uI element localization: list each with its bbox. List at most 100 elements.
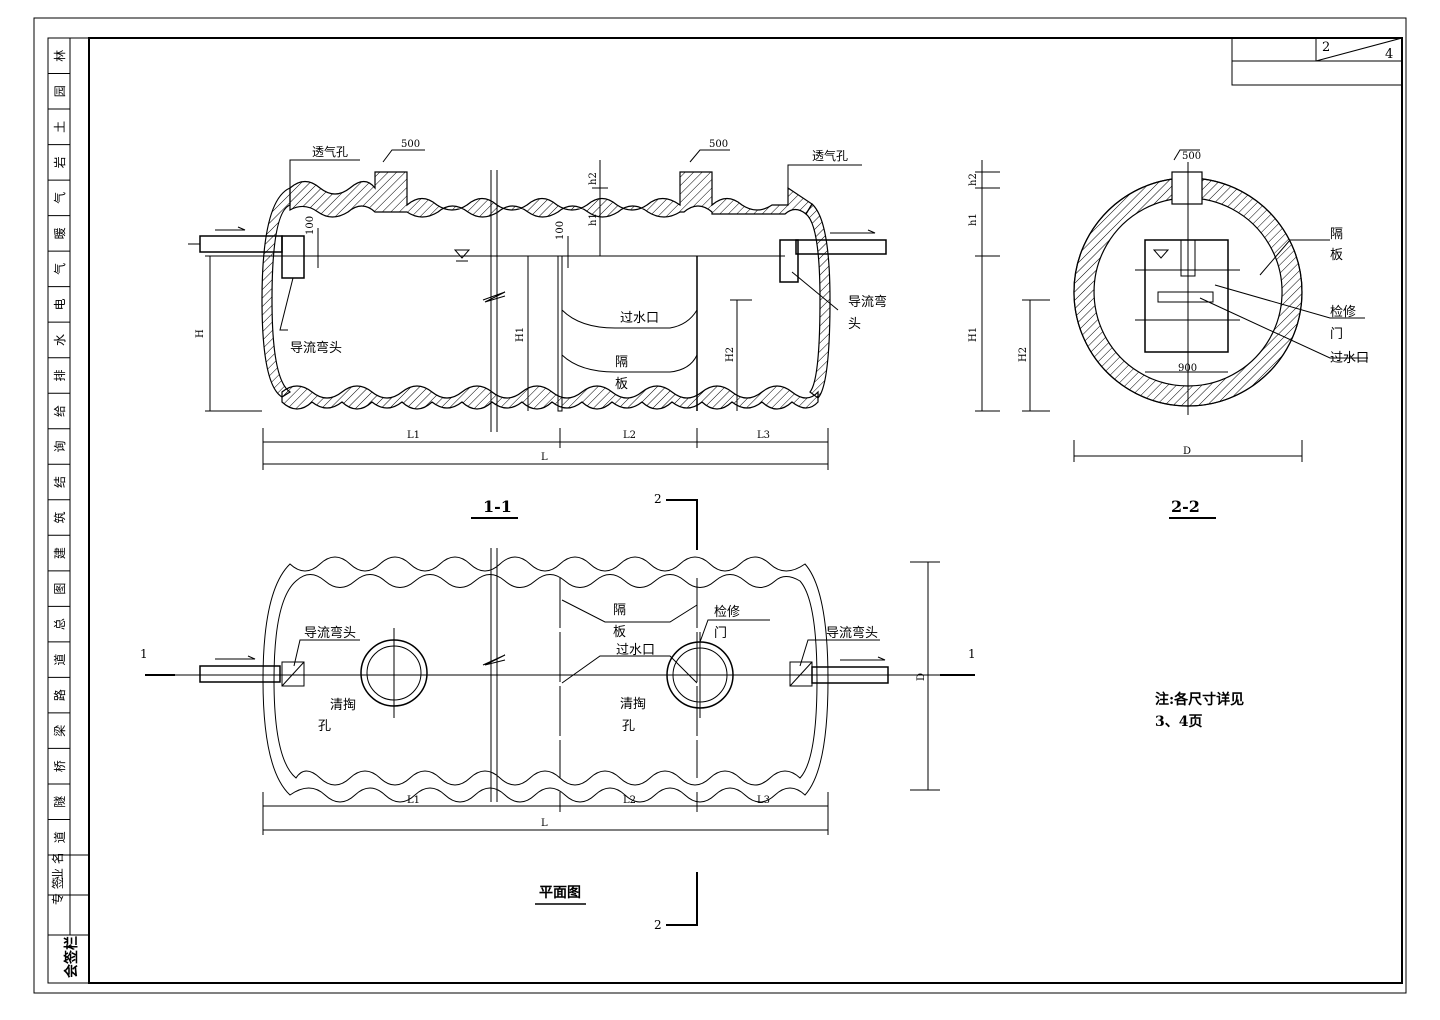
partition-label: 隔 bbox=[615, 355, 628, 370]
note-block: 注:各尺寸详见 3、4页 bbox=[1155, 691, 1244, 730]
specialty-label-top: 业 名 bbox=[50, 852, 65, 880]
stamp-char: 筑 bbox=[52, 512, 67, 524]
plan-inlet-elbow bbox=[281, 661, 305, 687]
overflow-port-label: 过水口 bbox=[620, 311, 659, 326]
cut-mark-1-right: 1 bbox=[968, 647, 976, 661]
stamp-char: 林 bbox=[53, 50, 67, 62]
countersign-label: 会签栏 bbox=[63, 936, 80, 978]
outlet-pipe bbox=[795, 239, 887, 255]
dim-H2: H2 bbox=[725, 347, 736, 362]
dim-H1-2: H1 bbox=[968, 327, 979, 342]
stamp-char: 岩 bbox=[52, 156, 67, 168]
dim-H1: H1 bbox=[515, 327, 526, 342]
inlet-elbow bbox=[281, 235, 305, 279]
stamp-char: 路 bbox=[52, 689, 67, 701]
page-total: 4 bbox=[1385, 47, 1393, 62]
vent-dim-2: 500 bbox=[1182, 151, 1201, 162]
partition-label-2: 板 bbox=[615, 377, 628, 392]
plan-outline bbox=[262, 556, 829, 803]
plan-dim-D: D bbox=[916, 673, 927, 681]
plan-view: 导流弯头 导流弯头 隔 板 过水口 检修 门 清掏 孔 清掏 孔 1 1 2 2… bbox=[140, 492, 976, 932]
vent-hole-right-label: 透气孔 bbox=[812, 148, 848, 163]
elbow-right-label: 导流弯 bbox=[848, 294, 887, 310]
partition-label-2-2: 隔 bbox=[1330, 227, 1343, 242]
cut-mark-2-top: 2 bbox=[654, 492, 662, 506]
stamp-char: 梁 bbox=[52, 725, 67, 737]
dim-h2: h2 bbox=[588, 172, 599, 185]
stamp-char: 给 bbox=[53, 405, 67, 417]
cleanout-left-label-2: 孔 bbox=[318, 719, 331, 734]
stamp-char: 总 bbox=[53, 618, 67, 630]
plan-elbow-left-label: 导流弯头 bbox=[304, 625, 356, 641]
water-level-symbol-2 bbox=[1152, 249, 1170, 259]
stamp-char: 道 bbox=[53, 831, 67, 843]
access-door-label: 检修 bbox=[1330, 305, 1356, 320]
cut-mark-2-bottom: 2 bbox=[654, 918, 662, 932]
cleanout-right-label: 清掏 bbox=[620, 696, 646, 712]
tank-left-end bbox=[261, 187, 292, 398]
stamp-char: 询 bbox=[53, 440, 67, 452]
plan-elbow-right-label: 导流弯头 bbox=[826, 625, 878, 641]
dim-h1: h1 bbox=[588, 213, 599, 226]
dim-L: L bbox=[541, 452, 548, 463]
plan-dim-L: L bbox=[541, 818, 548, 829]
inspection-slot bbox=[1157, 291, 1214, 303]
plan-partition-label-2: 板 bbox=[613, 625, 626, 640]
vent-hole-left-label: 透气孔 bbox=[312, 144, 348, 159]
stamp-char: 桥 bbox=[53, 760, 67, 772]
inlet-flow-arrow bbox=[215, 226, 246, 231]
stamp-char: 建 bbox=[53, 547, 67, 559]
access-door-label-2: 门 bbox=[1330, 327, 1343, 342]
vent-dim-right: 500 bbox=[709, 139, 728, 150]
plan-break-mark bbox=[482, 654, 506, 666]
overflow-port-label-2: 过水口 bbox=[1330, 351, 1369, 366]
plan-inlet-pipe bbox=[199, 665, 281, 683]
stamp-char: 排 bbox=[53, 369, 67, 381]
elbow-right-label-2: 头 bbox=[848, 317, 861, 332]
tank-right-end bbox=[805, 203, 831, 399]
dim-100-left: 100 bbox=[305, 216, 316, 235]
dim-L3: L3 bbox=[757, 430, 770, 441]
dim-D-2: D bbox=[1183, 446, 1191, 457]
dim-L1: L1 bbox=[407, 430, 420, 441]
stamp-char: 隧 bbox=[52, 796, 67, 808]
stamp-char: 电 bbox=[53, 298, 67, 310]
plan-access-door-label: 检修 bbox=[714, 605, 740, 620]
plan-access-door-label-2: 门 bbox=[714, 626, 727, 641]
dim-100-mid: 100 bbox=[555, 221, 566, 240]
cut-mark-1-left: 1 bbox=[140, 647, 148, 661]
plan-dim-L2: L2 bbox=[623, 795, 636, 806]
stamp-char: 水 bbox=[53, 334, 67, 346]
dim-900: 900 bbox=[1178, 363, 1197, 374]
cleanout-left-label: 清掏 bbox=[330, 697, 356, 713]
cleanout-right-label-2: 孔 bbox=[622, 719, 635, 734]
vent-riser bbox=[1171, 171, 1203, 205]
tank-top-wall bbox=[289, 171, 813, 218]
plan-partition-label: 隔 bbox=[613, 603, 626, 618]
access-door-frame bbox=[1144, 239, 1229, 353]
vent-dim-left: 500 bbox=[401, 139, 420, 150]
stamp-char: 气 bbox=[52, 263, 67, 275]
page-number-box: 2 4 bbox=[1231, 37, 1403, 86]
partition-label-2-2b: 板 bbox=[1330, 248, 1343, 263]
outlet-flow-arrow bbox=[830, 229, 876, 234]
stamp-char: 园 bbox=[53, 85, 67, 97]
section-1-title: 1-1 bbox=[483, 497, 512, 516]
plan-overflow-label: 过水口 bbox=[616, 643, 655, 658]
plan-title: 平面图 bbox=[539, 885, 581, 901]
stamp-char: 结 bbox=[53, 476, 67, 488]
water-level-symbol bbox=[453, 249, 471, 259]
section-1-1: 透气孔 透气孔 500 500 导流弯头 导流弯 头 过水口 隔 板 H 100… bbox=[188, 139, 887, 519]
partition-1 bbox=[557, 255, 563, 412]
dim-H2-2: H2 bbox=[1018, 347, 1029, 362]
stamp-char: 暖 bbox=[53, 227, 67, 239]
tank-bottom-wall bbox=[281, 385, 819, 410]
plan-outlet-arrow bbox=[840, 656, 886, 661]
plan-dim-L1: L1 bbox=[407, 795, 420, 806]
break-mark bbox=[482, 291, 506, 303]
page-number: 2 bbox=[1322, 40, 1330, 55]
elbow-left-label: 导流弯头 bbox=[290, 340, 342, 356]
